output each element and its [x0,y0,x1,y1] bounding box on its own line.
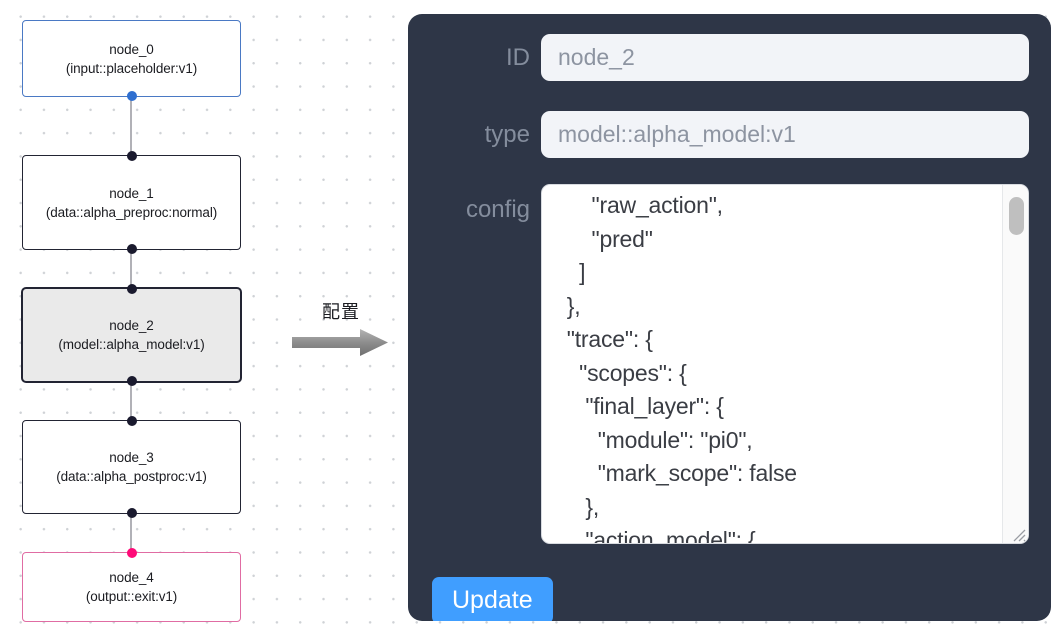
config-scrollbar-thumb[interactable] [1009,197,1024,235]
node-handle-target[interactable] [126,416,137,426]
resize-grip-icon[interactable] [1010,526,1026,542]
id-field-label: ID [506,44,530,71]
node-label: node_2(model::alpha_model:v1) [58,318,205,352]
node-label: node_0(input::placeholder:v1) [65,41,198,76]
field-row-id: ID [408,34,1051,81]
node-handle-source[interactable] [126,508,137,518]
transition-label: 配置 [322,302,360,322]
node-config-panel: ID type config "raw_action", "pred" ] },… [408,14,1051,621]
type-input[interactable] [541,111,1029,158]
node-handle-source[interactable] [126,244,137,254]
graph-node-node_4[interactable]: node_4(output::exit:v1) [22,548,241,622]
node-handle-target[interactable] [126,548,137,558]
config-textarea[interactable]: "raw_action", "pred" ] }, "trace": { "sc… [541,184,1029,544]
edge-node_1-to-node_2[interactable] [130,250,132,288]
graph-node-node_1[interactable]: node_1(data::alpha_preproc:normal) [22,151,241,254]
field-row-type: type [408,111,1051,158]
node-label: node_1(data::alpha_preproc:normal) [45,185,218,220]
transition-group: 配置 [292,298,390,358]
id-input[interactable] [541,34,1029,81]
node-label: node_3(data::alpha_postproc:v1) [56,450,207,484]
node-handle-source[interactable] [126,376,137,386]
config-field-label: config [465,196,530,223]
arrow-right-icon [292,329,388,356]
config-text-content: "raw_action", "pred" ] }, "trace": { "sc… [566,192,797,544]
graph-node-node_3[interactable]: node_3(data::alpha_postproc:v1) [22,416,241,518]
node-label: node_4(output::exit:v1) [85,570,178,604]
edge-node_3-to-node_4[interactable] [130,514,132,552]
node-handle-source[interactable] [126,91,137,101]
node-handle-target[interactable] [126,151,137,161]
graph-node-node_0[interactable]: node_0(input::placeholder:v1) [22,20,241,101]
edge-node_2-to-node_3[interactable] [130,382,132,420]
update-button[interactable]: Update [432,577,553,621]
edge-node_0-to-node_1[interactable] [130,97,132,155]
type-field-label: type [484,121,530,148]
node-handle-target[interactable] [126,284,137,294]
graph-node-node_2[interactable]: node_2(model::alpha_model:v1) [22,284,241,386]
config-vertical-scrollbar[interactable] [1002,185,1028,543]
